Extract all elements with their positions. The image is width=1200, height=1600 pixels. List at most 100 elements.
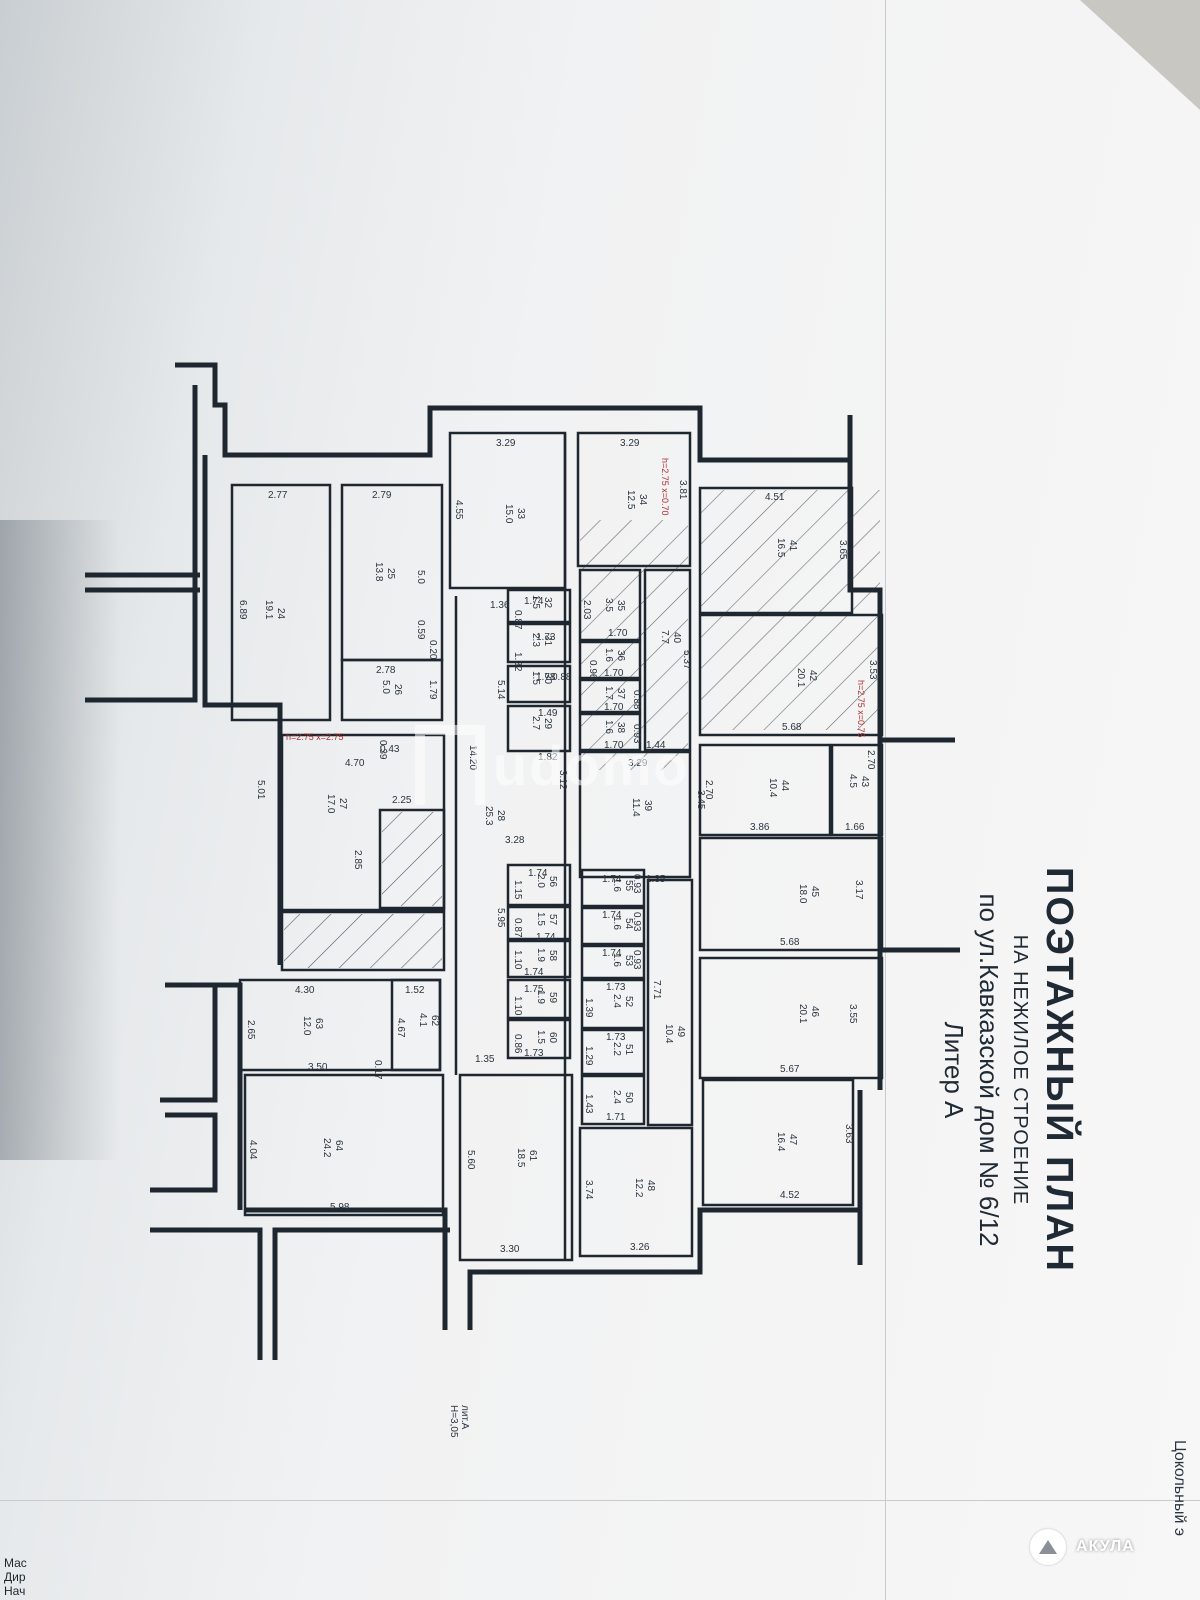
- room-labels: 24 19.1 25 13.8 26 5.0 27 17.0 28 25.3 2…: [263, 490, 870, 1198]
- dim-52-top: 1.73: [606, 982, 626, 993]
- dim-39-side: 3.45: [695, 790, 706, 810]
- dim-38-bot: 1.70: [604, 740, 624, 751]
- dim-29-bot: 1.82: [538, 752, 558, 763]
- room-37-area: 1.7: [603, 686, 614, 700]
- room-29-label: 29: [542, 718, 553, 730]
- dim-25-top: 2.79: [372, 490, 392, 501]
- dim-42-bot: 5.68: [782, 722, 802, 733]
- dim-25-tiny: 0.20: [427, 640, 438, 660]
- room-42-note: h=2.75 x=0.75: [856, 680, 866, 738]
- dim-32-side: 0.87: [512, 610, 523, 630]
- room-62-area: 4.1: [417, 1013, 428, 1027]
- dim-28-c: 5.14: [495, 680, 506, 700]
- dim-47-bot: 4.52: [780, 1190, 800, 1201]
- room-28-area: 25.3: [483, 806, 494, 826]
- dim-27-side: 5.01: [255, 780, 266, 800]
- dim-38-side: 0.93: [631, 724, 642, 744]
- photo-shadow: [0, 520, 120, 1160]
- dim-27-top: 4.70: [345, 758, 365, 769]
- room-60-label: 60: [547, 1032, 558, 1044]
- room-57-label: 57: [547, 914, 558, 926]
- dim-34-side: 3.81: [677, 480, 688, 500]
- room-54-area: 1.6: [611, 916, 622, 930]
- dim-28-e: 1.36: [490, 600, 510, 611]
- room-45-area: 18.0: [797, 884, 808, 904]
- dim-30-side: 0.88: [552, 672, 572, 683]
- dim-36-bot: 1.70: [604, 668, 624, 679]
- room-56-label: 56: [547, 876, 558, 888]
- dim-40-side: 5.37: [681, 650, 692, 670]
- room-55-area: 1.6: [611, 878, 622, 892]
- shark-logo-icon: [1030, 1529, 1066, 1565]
- dim-45-bot: 5.68: [780, 937, 800, 948]
- room-57-area: 1.5: [535, 912, 546, 926]
- room-49-label: 49: [675, 1026, 686, 1038]
- dim-51-top: 1.73: [606, 1032, 626, 1043]
- footer-line-3: Нач: [4, 1584, 26, 1598]
- room-48-label: 48: [645, 1180, 656, 1192]
- edge-note: Цокольный э: [1171, 1440, 1188, 1537]
- dim-62-side: 4.67: [395, 1018, 406, 1038]
- room-39-area: 11.4: [630, 798, 641, 817]
- dim-32-top: 1.74: [524, 596, 544, 607]
- room-56-area: 2.0: [535, 874, 546, 888]
- dim-35-bot: 1.70: [608, 628, 628, 639]
- dim-35-side: 2.03: [581, 600, 592, 620]
- dim-63-side: 2.65: [245, 1020, 256, 1040]
- dim-44-side: 2.70: [703, 780, 714, 800]
- dim-26-top: 2.78: [376, 665, 396, 676]
- room-51-area: 2.2: [611, 1042, 622, 1056]
- room-33-label: 33: [515, 508, 526, 520]
- room-25-area: 13.8: [373, 562, 384, 582]
- dim-29-top: 1.49: [538, 708, 558, 719]
- room-24-area: 19.1: [263, 600, 274, 620]
- table-corner: [1080, 0, 1200, 110]
- room-24-label: 24: [275, 608, 286, 620]
- room-52-label: 52: [623, 996, 634, 1008]
- dim-58-side: 1.10: [512, 950, 523, 970]
- room-41-area: 16.5: [775, 538, 786, 558]
- room-46-area: 20.1: [797, 1004, 808, 1024]
- dim-61-bot: 3.30: [500, 1244, 520, 1255]
- dim-57-side: 0.87: [512, 918, 523, 938]
- plan-subtitle: НА НЕЖИЛОЕ СТРОЕНИЕ: [1009, 934, 1031, 1206]
- room-40-area: 7.7: [659, 630, 670, 644]
- liter-note: лит.А Н=3,05: [448, 1405, 470, 1438]
- room-59-label: 59: [547, 992, 558, 1004]
- room-31-label: 31: [542, 635, 553, 647]
- dim-60-side: 0.86: [512, 1034, 523, 1054]
- room-60-area: 1.5: [535, 1030, 546, 1044]
- room-53-area: 1.6: [611, 953, 622, 967]
- dim-28-b: 3.28: [505, 835, 525, 846]
- room-34-area: 12.5: [625, 490, 636, 510]
- dim-52-side: 1.39: [583, 998, 594, 1018]
- room-44-label: 44: [779, 780, 790, 792]
- room-61-area: 18.5: [515, 1148, 526, 1168]
- dim-27-b: 0.39: [377, 740, 388, 760]
- room-63-area: 12.0: [301, 1016, 312, 1036]
- dim-50-bot: 1.71: [606, 1112, 626, 1123]
- room-42-label: 42: [807, 670, 818, 682]
- dim-61-side: 5.60: [465, 1150, 476, 1170]
- room-52-area: 2.4: [611, 994, 622, 1008]
- room-27-area: 17.0: [325, 794, 336, 814]
- sheet-fold-line: [885, 0, 886, 1600]
- dim-42-side: 3.53: [867, 660, 878, 680]
- dim-28-f: 1.35: [475, 1054, 495, 1065]
- room-64-area: 24.2: [321, 1138, 332, 1158]
- room-35-label: 35: [615, 600, 626, 612]
- footer-line-2: Дир: [4, 1570, 26, 1584]
- room-36-area: 1.6: [603, 648, 614, 662]
- room-33-area: 15.0: [503, 504, 514, 524]
- dim-27-a: 0.43: [380, 744, 400, 755]
- dim-27-inner: 2.25: [392, 795, 412, 806]
- room-62-label: 62: [429, 1015, 440, 1027]
- dim-51-side: 1.29: [583, 1046, 594, 1066]
- room-47-label: 47: [787, 1134, 798, 1146]
- dim-58-bot: 1.74: [524, 967, 544, 978]
- room-53-label: 53: [623, 955, 634, 967]
- room-46-label: 46: [809, 1006, 820, 1018]
- dimension-labels: 2.77 6.89 2.79 5.0 0.59 0.20 2.78 1.79 4…: [237, 438, 878, 1255]
- room-43-area: 4.5: [847, 774, 858, 788]
- dim-33-top: 3.29: [496, 438, 516, 449]
